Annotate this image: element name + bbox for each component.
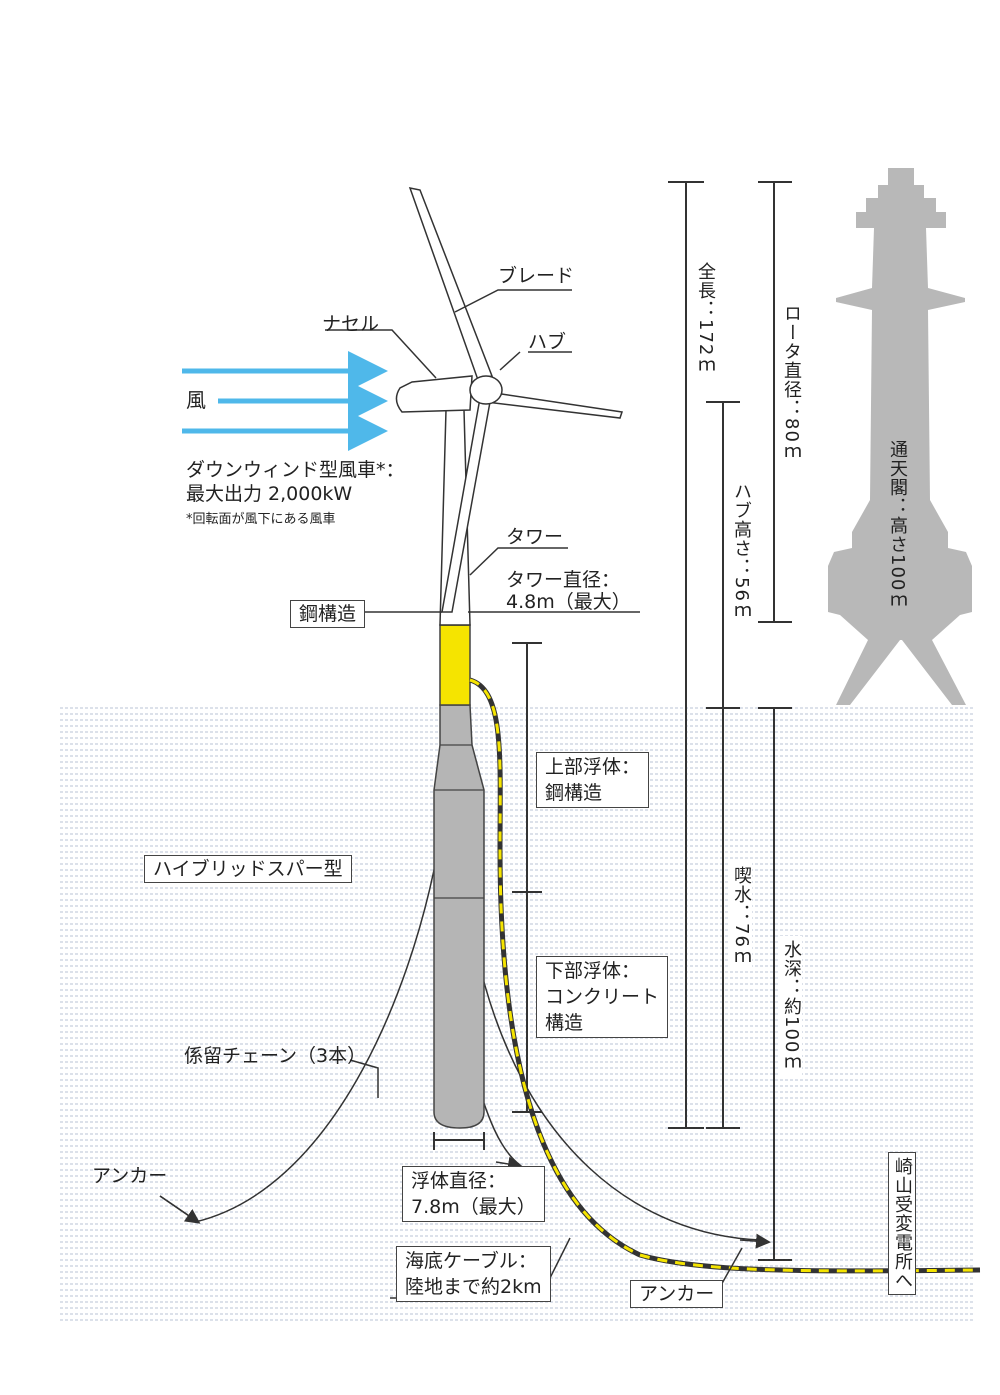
total-length-label: 全長：172ｍ (694, 258, 716, 380)
hybrid-spar-label: ハイブリッドスパー型 (144, 855, 352, 883)
lower-float-line1: 下部浮体： (545, 960, 641, 982)
downwind-type-label: ダウンウィンド型風車*： (186, 459, 405, 481)
anchor-left-label: アンカー (92, 1165, 168, 1187)
rotor-diameter-label: ロータ直径：80ｍ (780, 300, 802, 466)
nacelle-label: ナセル (322, 313, 380, 335)
nacelle (395, 375, 503, 413)
downwind-note: *回転面が風下にある風車 (186, 512, 336, 527)
upper-float-line1: 上部浮体： (545, 756, 641, 778)
float-diameter-line2: 7.8m（最大） (411, 1196, 536, 1218)
lower-float-line2: コンクリート (545, 986, 660, 1008)
anchor-arrow-right (739, 1233, 771, 1249)
mooring-chain-label: 係留チェーン（3本） (184, 1045, 367, 1067)
draft-label: 喫水：76ｍ (730, 862, 752, 971)
steel-structure-label: 鋼構造 (290, 600, 366, 628)
upper-float-label: 上部浮体： 鋼構造 (536, 752, 650, 808)
sea-cable (469, 677, 981, 1274)
lower-float-line3: 構造 (545, 1012, 584, 1034)
sea-water (60, 707, 975, 1321)
blade-label: ブレード (498, 265, 575, 287)
water-depth-label: 水深：約100ｍ (780, 936, 802, 1077)
hub-label: ハブ (528, 331, 567, 353)
anchor-bottom-label: アンカー (630, 1280, 724, 1308)
sea-cable-label: 海底ケーブル： 陸地まで約2km (396, 1246, 551, 1302)
wind-label: 風 (186, 388, 206, 412)
float-diameter-bar (433, 1132, 485, 1150)
tsutenkaku-silhouette (828, 168, 972, 705)
hub-height-label: ハブ高さ：56ｍ (730, 478, 752, 625)
anchor-arrow-left (159, 1195, 201, 1224)
max-output-label: 最大出力 2,000kW (186, 483, 353, 505)
spar-float (433, 704, 485, 1129)
tower-diameter-label: タワー直径： (506, 569, 621, 591)
float-diameter-arrow (495, 1156, 523, 1172)
float-diameter-line1: 浮体直径： (411, 1170, 507, 1192)
sea-cable-line1: 海底ケーブル： (405, 1250, 537, 1272)
lower-float-label: 下部浮体： コンクリート 構造 (536, 956, 669, 1038)
tower-label: タワー (506, 526, 564, 548)
wind-arrows (182, 351, 388, 451)
tower-diameter-value: 4.8m（最大） (506, 591, 631, 613)
upper-float-line2: 鋼構造 (545, 782, 603, 804)
float-diameter-label: 浮体直径： 7.8m（最大） (402, 1166, 545, 1222)
dimension-lines (512, 181, 792, 1261)
sea-cable-line2: 陸地まで約2km (405, 1276, 542, 1298)
substation-label: 崎山受変電所へ (888, 1152, 916, 1295)
steel-section (439, 624, 471, 706)
tsutenkaku-label: 通天閣：高さ100ｍ (887, 440, 908, 611)
